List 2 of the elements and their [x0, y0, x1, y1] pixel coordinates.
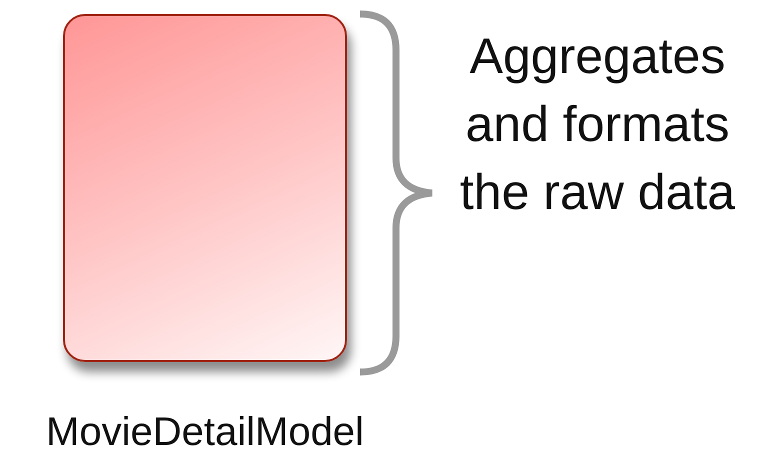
node-label: MovieDetailModel	[45, 409, 365, 452]
annotation-text: Aggregates and formats the raw data	[458, 27, 736, 222]
